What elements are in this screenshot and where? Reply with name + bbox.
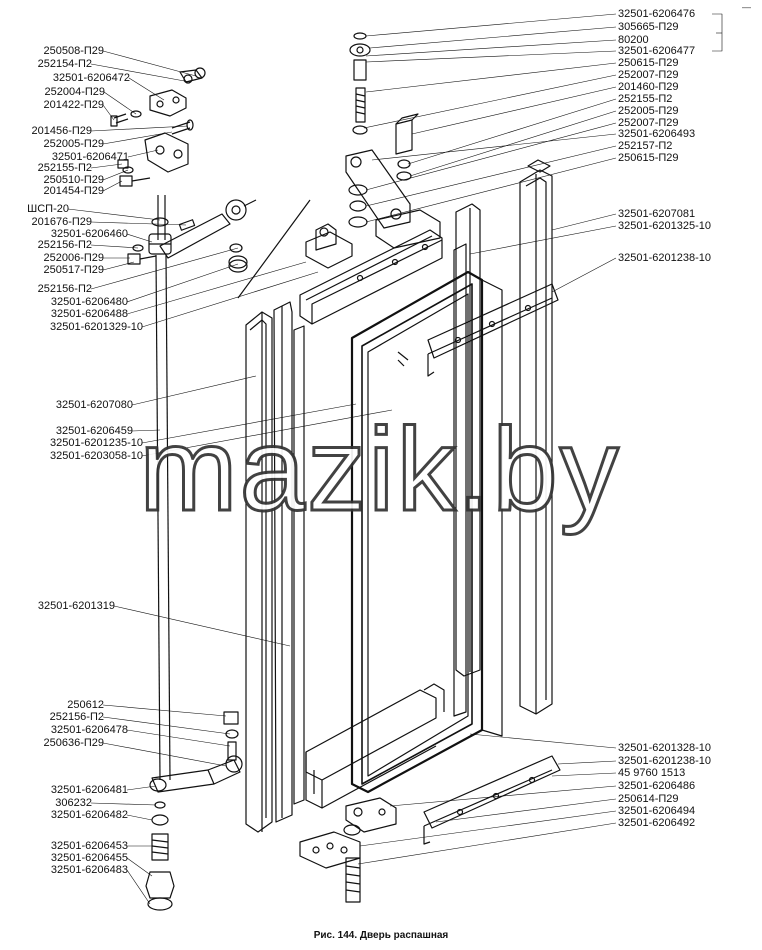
part-label-right: 250615-П29	[618, 57, 679, 69]
part-label-left: 32501-6206478	[50, 724, 128, 736]
part-label-left: 201456-П29	[31, 125, 92, 137]
bottom-rail	[305, 683, 445, 809]
watermark-text: mazik.by	[138, 404, 621, 536]
upper-bracket	[110, 67, 206, 187]
part-label-right: 252157-П2	[618, 140, 673, 152]
lower-hinge	[299, 797, 397, 903]
part-label-right: 32501-6201325-10	[618, 220, 711, 232]
part-label-left: 252005-П29	[43, 138, 104, 150]
part-label-right: 252005-П29	[618, 105, 679, 117]
part-label-left: 32501-6201319	[37, 600, 115, 612]
corner-mark: —	[742, 2, 751, 12]
part-label-left: 252156-П2	[37, 283, 92, 295]
part-label-left: 201676-П29	[31, 216, 92, 228]
figure-caption: Рис. 144. Дверь распашная	[313, 930, 449, 941]
part-label-left: 32501-6206483	[50, 864, 128, 876]
right-edge-seal	[519, 159, 553, 715]
part-label-right: 32501-6206492	[618, 817, 696, 829]
part-label-left: 250636-П29	[43, 737, 104, 749]
part-label-left: 250612	[67, 699, 104, 711]
part-label-left: 201454-П29	[43, 185, 104, 197]
left-post-profile	[245, 301, 305, 833]
part-label-left: 32501-6206471	[51, 151, 129, 163]
part-label-left: 32501-6206480	[50, 296, 128, 308]
part-label-left: 32501-6206482	[50, 809, 128, 821]
part-label-right: 32501-6206476	[618, 8, 696, 20]
part-label-left: 252155-П2	[37, 162, 92, 174]
part-label-right: 32501-6206493	[618, 128, 696, 140]
part-label-right: 32501-6201328-10	[618, 742, 711, 754]
part-label-right: 201460-П29	[618, 81, 679, 93]
part-label-left: 252156-П2	[49, 711, 104, 723]
right-jamb	[453, 203, 481, 717]
part-label-left: 252154-П2	[37, 58, 92, 70]
part-label-right: 252155-П2	[618, 93, 673, 105]
part-label-left: 32501-6201329-10	[50, 321, 143, 333]
top-header-profile	[237, 199, 443, 325]
part-label-left: 32501-6206455	[50, 852, 128, 864]
part-label-left: 250517-П29	[43, 264, 104, 276]
part-label-left: 32501-6207080	[55, 399, 133, 411]
part-label-left: 250508-П29	[43, 45, 104, 57]
part-label-right: 45 9760 1513	[618, 767, 686, 779]
part-label-left: 306232	[55, 797, 92, 809]
part-label-right: 32501-6207081	[618, 208, 696, 220]
part-label-left: 252156-П2	[37, 239, 92, 251]
part-label-right: 250614-П29	[618, 793, 679, 805]
glass-sash	[350, 270, 503, 794]
part-label-right: 32501-6201238-10	[618, 755, 711, 767]
part-label-left: 32501-6206453	[50, 840, 128, 852]
part-label-right: 250615-П29	[618, 152, 679, 164]
part-label-right: 252007-П29	[618, 117, 679, 129]
part-label-left: 32501-6203058-10	[50, 450, 143, 462]
part-label-left: 32501-6201235-10	[50, 437, 143, 449]
door-rod	[148, 195, 172, 781]
part-label-right: 32501-6206486	[618, 780, 696, 792]
part-label-right: 80200	[618, 34, 649, 46]
part-label-right: 252007-П29	[618, 69, 679, 81]
upper-cross-rail	[427, 283, 559, 377]
leaders-left	[67, 50, 393, 905]
part-label-left: 252006-П29	[43, 252, 104, 264]
part-label-left: 32501-6206459	[55, 425, 133, 437]
part-label-left: ШСП-20	[27, 203, 69, 215]
part-label-left: 32501-6206488	[50, 308, 128, 320]
rod-lever	[127, 199, 257, 273]
part-label-right: 305665-П29	[618, 21, 679, 33]
part-label-left: 32501-6206481	[50, 784, 128, 796]
part-label-left: 32501-6206460	[50, 228, 128, 240]
lower-cross-rail	[423, 755, 561, 845]
part-label-right: 32501-6206494	[618, 805, 696, 817]
leaders-right	[357, 13, 723, 865]
part-label-left: 250510-П29	[43, 174, 104, 186]
part-label-left: 201422-П29	[43, 99, 104, 111]
part-label-right: 32501-6201238-10	[618, 252, 711, 264]
part-label-left: 252004-П29	[44, 86, 105, 98]
part-label-left: 32501-6206472	[52, 72, 130, 84]
part-label-right: 32501-6206477	[618, 45, 696, 57]
